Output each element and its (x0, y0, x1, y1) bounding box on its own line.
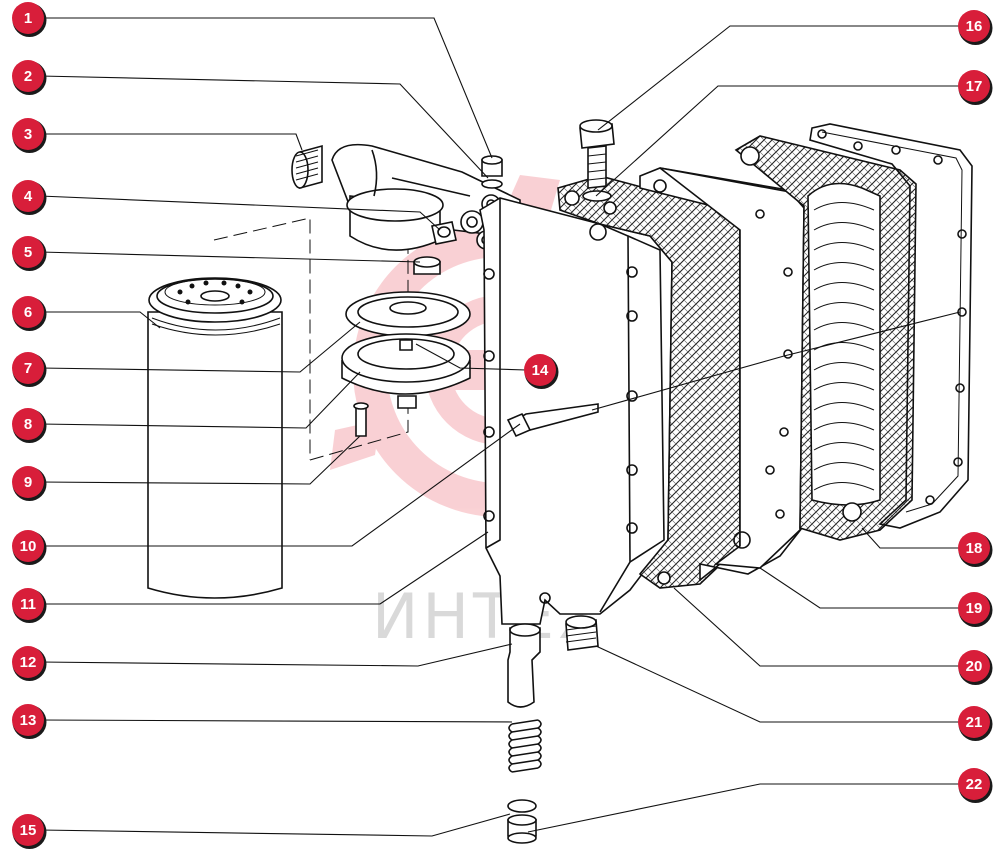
callout-4: 4 (12, 180, 47, 215)
callout-label: 9 (24, 474, 32, 491)
callout-circle (958, 532, 990, 564)
fitting-21 (565, 615, 599, 651)
callout-5: 5 (12, 236, 47, 271)
callout-circle (12, 118, 44, 150)
callout-6: 6 (12, 296, 47, 331)
callout-circle (12, 704, 44, 736)
callout-label: 6 (24, 304, 32, 321)
callout-circle (12, 296, 44, 328)
callout-7: 7 (12, 352, 47, 387)
callout-21: 21 (958, 706, 993, 741)
callout-circle (12, 236, 44, 268)
callout-label: 12 (20, 654, 37, 671)
callout-14: 14 (524, 354, 559, 389)
callout-1: 1 (12, 2, 47, 37)
cooler-core-18 (734, 135, 917, 541)
callout-circle (958, 706, 990, 738)
screw-9 (353, 402, 369, 437)
callout-12: 12 (12, 646, 47, 681)
callout-label: 18 (966, 540, 983, 557)
callout-circle (958, 592, 990, 624)
callout-13: 13 (12, 704, 47, 739)
callout-label: 15 (20, 822, 37, 839)
callout-18: 18 (958, 532, 993, 567)
rear-gasket (809, 123, 973, 529)
callout-label: 13 (20, 712, 37, 729)
callout-label: 20 (966, 658, 983, 675)
callout-label: 19 (966, 600, 983, 617)
callout-10: 10 (12, 530, 47, 565)
callout-8: 8 (12, 408, 47, 443)
callout-label: 3 (24, 126, 32, 143)
valve-plate-7 (345, 291, 471, 337)
callout-circle (958, 70, 990, 102)
callout-label: 2 (24, 68, 32, 85)
callout-circle (12, 2, 44, 34)
callout-circle (12, 60, 44, 92)
callout-circle (12, 588, 44, 620)
callout-label: 1 (24, 10, 32, 27)
callout-label: 16 (966, 18, 983, 35)
callout-16: 16 (958, 10, 993, 45)
callout-label: 8 (24, 416, 32, 433)
plug-15 (507, 799, 537, 844)
callout-circle (12, 530, 44, 562)
callout-label: 21 (966, 714, 983, 731)
callout-circle (12, 408, 44, 440)
callout-circle (12, 180, 44, 212)
callout-2: 2 (12, 60, 47, 95)
callout-19: 19 (958, 592, 993, 627)
callout-label: 17 (966, 78, 983, 95)
nut-5 (413, 256, 441, 275)
callout-circle (958, 768, 990, 800)
callout-circle (12, 466, 44, 498)
callout-circle (12, 352, 44, 384)
callout-22: 22 (958, 768, 993, 803)
callout-17: 17 (958, 70, 993, 105)
callout-9: 9 (12, 466, 47, 501)
callout-label: 14 (532, 362, 549, 379)
nipple-1 (481, 155, 503, 189)
callout-circle (12, 646, 44, 678)
callout-circle (12, 814, 44, 846)
callout-circle (958, 10, 990, 42)
callout-circle (958, 650, 990, 682)
callout-3: 3 (12, 118, 47, 153)
callout-15: 15 (12, 814, 47, 849)
callout-11: 11 (12, 588, 47, 623)
piston-12 (507, 623, 541, 708)
bolt-16 (579, 119, 615, 202)
callout-circle (524, 354, 556, 386)
spring-13 (508, 719, 542, 773)
valve-body-8 (341, 333, 471, 409)
callout-label: 11 (20, 596, 36, 613)
callout-label: 7 (24, 360, 32, 377)
filter-cartridge (147, 277, 283, 599)
leader-lines (39, 17, 962, 837)
plug-4 (431, 221, 457, 245)
callout-label: 22 (966, 776, 983, 793)
cover-plate-19 (639, 167, 805, 582)
callout-label: 10 (20, 538, 37, 555)
callout-20: 20 (958, 650, 993, 685)
callout-label: 4 (24, 188, 33, 205)
callout-label: 5 (24, 244, 32, 261)
